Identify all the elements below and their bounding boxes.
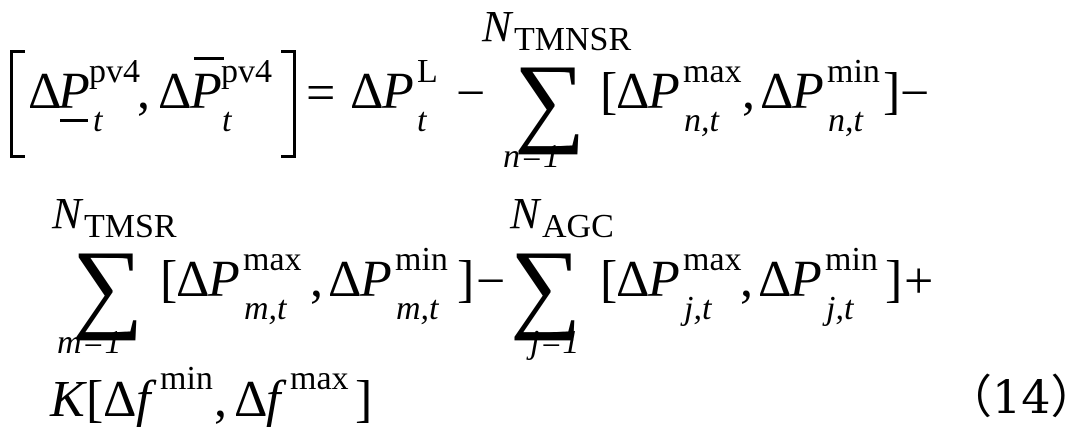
p-symbol: P (648, 63, 680, 120)
superscript-L: L (417, 53, 438, 90)
p-lower-symbol: P (58, 63, 90, 120)
sigma-symbol: ∑ (514, 44, 586, 155)
subscript-index: j,t (684, 290, 712, 327)
right-square-bracket: ] (885, 251, 903, 308)
delta: Δ (616, 251, 650, 308)
minus-sign: − (476, 253, 506, 310)
plus-sign: + (904, 253, 934, 310)
sum-lower-limit: j=1 (530, 324, 580, 361)
subscript-t: t (93, 102, 103, 139)
delta: Δ (158, 63, 192, 120)
subscript-t: t (222, 102, 232, 139)
superscript-pv4: pv4 (221, 53, 272, 90)
sum-upper-sub: TMNSR (514, 21, 632, 58)
p-symbol: P (208, 251, 240, 308)
delta: Δ (28, 63, 62, 120)
p-upper-symbol: P (190, 63, 222, 120)
overline-bar (194, 57, 224, 60)
sum-upper-sub: TMSR (84, 208, 177, 245)
minus-sign: − (900, 65, 930, 122)
delta: Δ (328, 251, 362, 308)
subscript-index: j,t (826, 290, 854, 327)
comma: , (214, 371, 227, 428)
superscript-max: max (683, 53, 742, 90)
sum-lower-limit: n=1 (503, 138, 560, 175)
superscript-min: min (825, 241, 878, 278)
subscript-index: n,t (684, 102, 719, 139)
p-symbol: P (382, 63, 414, 120)
left-square-bracket: [ (86, 371, 104, 428)
sum-upper-N: N (52, 189, 82, 238)
delta: Δ (758, 251, 792, 308)
minus-sign: − (456, 65, 486, 122)
superscript-max: max (683, 241, 742, 278)
equals-sign: = (306, 65, 336, 122)
subscript-index: m,t (244, 290, 287, 327)
superscript-min: min (827, 53, 880, 90)
left-bracket (10, 50, 25, 158)
sigma-symbol: ∑ (72, 230, 144, 341)
subscript-index: n,t (828, 102, 863, 139)
equation-number: （14） (946, 370, 1080, 424)
delta: Δ (103, 371, 137, 428)
sigma-symbol: ∑ (510, 230, 582, 341)
p-symbol: P (790, 251, 822, 308)
sum-upper-N: N (482, 2, 512, 51)
superscript-min: min (395, 241, 448, 278)
delta: Δ (760, 63, 794, 120)
sum-upper-sub: AGC (542, 208, 614, 245)
superscript-max: max (290, 360, 349, 397)
right-square-bracket: ] (355, 371, 373, 428)
f-symbol: f (136, 371, 151, 428)
right-square-bracket: ] (883, 63, 901, 120)
left-square-bracket: [ (600, 63, 618, 120)
comma: , (137, 63, 150, 120)
superscript-pv4: pv4 (89, 53, 140, 90)
delta: Δ (616, 63, 650, 120)
f-symbol: f (266, 371, 281, 428)
delta: Δ (176, 251, 210, 308)
subscript-index: m,t (396, 290, 439, 327)
right-bracket (281, 50, 296, 158)
k-symbol: K (50, 371, 85, 428)
superscript-min: min (160, 360, 213, 397)
delta: Δ (234, 371, 268, 428)
comma: , (740, 251, 753, 308)
subscript-t: t (417, 102, 427, 139)
delta: Δ (350, 63, 384, 120)
left-square-bracket: [ (600, 251, 618, 308)
sum-upper-N: N (510, 189, 540, 238)
superscript-max: max (243, 241, 302, 278)
sum-lower-limit: m=1 (57, 324, 122, 361)
comma: , (310, 251, 323, 308)
left-square-bracket: [ (160, 251, 178, 308)
p-symbol: P (648, 251, 680, 308)
p-symbol: P (792, 63, 824, 120)
right-square-bracket: ] (457, 251, 475, 308)
underline-bar (60, 119, 88, 122)
comma: , (742, 63, 755, 120)
p-symbol: P (360, 251, 392, 308)
